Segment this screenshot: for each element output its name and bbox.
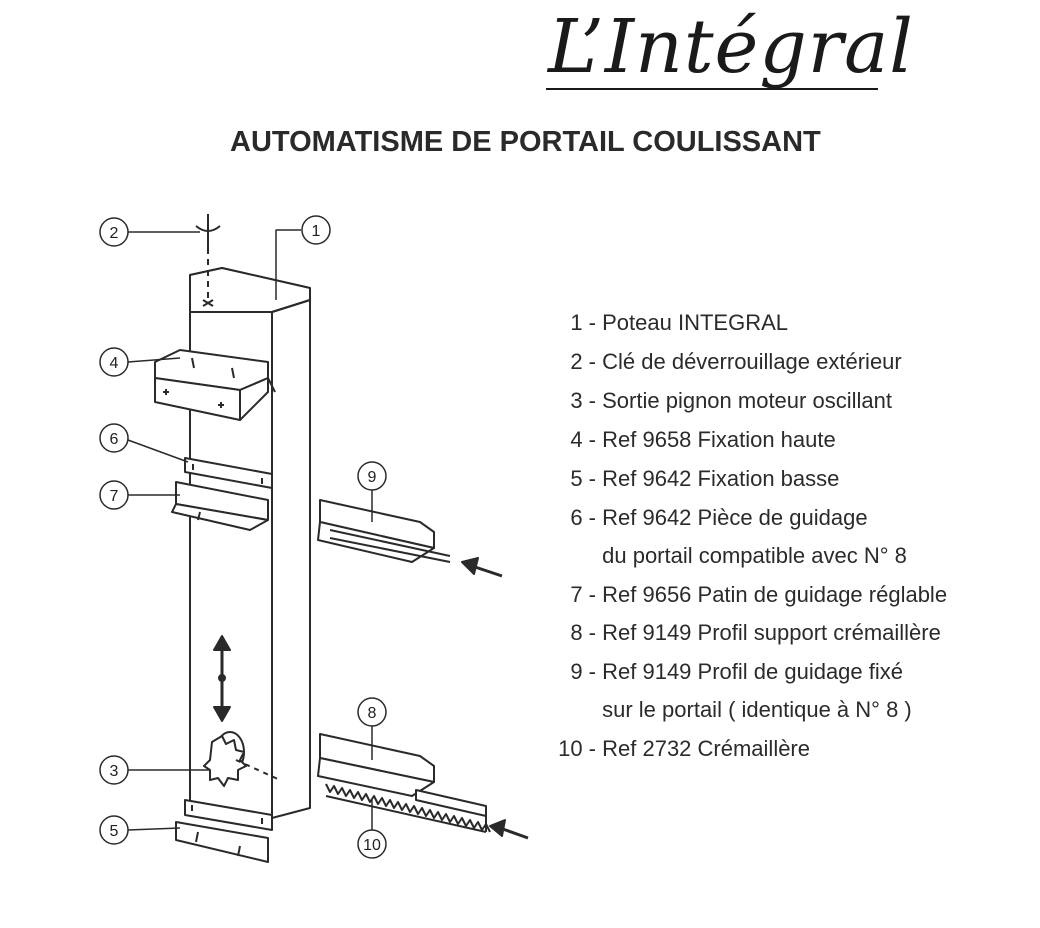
- callout-number-6: 6: [110, 431, 119, 448]
- unlock-key: [195, 214, 221, 307]
- callout-circle-10: [357, 829, 387, 859]
- legend-item-4: 4 - Ref 9658 Fixation haute: [570, 427, 836, 452]
- oscillation-arrow: [213, 635, 231, 722]
- callout-number-10: 10: [363, 837, 381, 854]
- legend-item-9: 9 - Ref 9149 Profil de guidage fixé: [570, 659, 903, 684]
- callout-number-8: 8: [368, 705, 377, 722]
- callout-number-1: 1: [312, 223, 321, 240]
- callout-circle-4: [99, 347, 129, 377]
- rack-assembly: [317, 733, 529, 840]
- brand-logo: L’Intégral: [548, 4, 914, 90]
- legend-item-1: 1 - Poteau INTEGRAL: [570, 310, 788, 335]
- top-bracket: [154, 349, 276, 421]
- legend-item-8: 8 - Ref 9149 Profil support crémaillère: [570, 620, 941, 645]
- callout-circle-3: [99, 755, 129, 785]
- legend-item-10: 10 - Ref 2732 Crémaillère: [558, 736, 810, 761]
- callout-number-4: 4: [110, 355, 119, 372]
- bottom-bracket: [175, 799, 273, 863]
- callout-markers: [99, 215, 387, 859]
- legend-item-7: 7 - Ref 9656 Patin de guidage réglable: [570, 582, 948, 607]
- callout-circle-7: [99, 480, 129, 510]
- callout-number-7: 7: [110, 488, 119, 505]
- post-body: [189, 267, 311, 819]
- callout-circle-1: [301, 215, 331, 245]
- legend-item-5: 5 - Ref 9642 Fixation basse: [570, 466, 840, 491]
- callout-number-5: 5: [110, 823, 119, 840]
- brand-underline: [546, 88, 878, 90]
- callout-circle-5: [99, 815, 129, 845]
- callout-circle-2: [99, 217, 129, 247]
- legend-item-2: 2 - Clé de déverrouillage extérieur: [570, 349, 902, 374]
- callout-number-3: 3: [110, 763, 119, 780]
- guide-profile: [317, 499, 503, 578]
- callout-circle-6: [99, 423, 129, 453]
- guide-pieces: [171, 457, 273, 531]
- legend-item-6: 6 - Ref 9642 Pièce de guidage: [570, 505, 868, 530]
- legend-item-3: 3 - Sortie pignon moteur oscillant: [570, 388, 892, 413]
- pinion-gear: [203, 731, 281, 787]
- legend-item-6-cont: du portail compatible avec N° 8: [602, 543, 907, 568]
- callout-circle-8: [357, 697, 387, 727]
- legend-item-9-cont: sur le portail ( identique à N° 8 ): [602, 697, 912, 722]
- callout-circle-9: [357, 461, 387, 491]
- page-title: AUTOMATISME DE PORTAIL COULISSANT: [230, 126, 821, 158]
- leader-lines: [127, 229, 373, 831]
- callout-number-2: 2: [110, 225, 119, 242]
- callout-number-9: 9: [368, 469, 377, 486]
